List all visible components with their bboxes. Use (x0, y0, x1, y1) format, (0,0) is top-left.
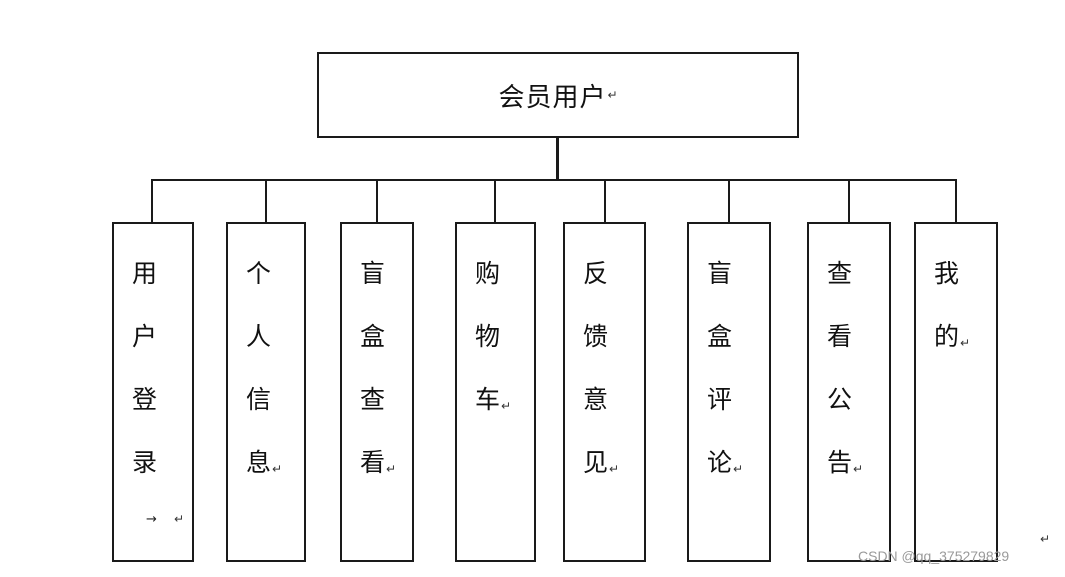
watermark-text: CSDN @qq_375279829 (858, 548, 1010, 564)
label-char: 盲 (360, 259, 386, 288)
label-char: 盒 (360, 322, 386, 351)
branch-line (265, 179, 267, 223)
label-char: 评 (707, 385, 733, 414)
child-node-label: 盲 盒 查 看↵ (360, 242, 396, 501)
label-char: 车↵ (475, 385, 512, 414)
label-char: 盲 (707, 259, 733, 288)
label-char: 户 (132, 322, 158, 351)
label-char: 告↵ (827, 448, 864, 477)
label-char: 录 (132, 448, 158, 477)
paragraph-mark-icon: ↵ (1040, 532, 1051, 546)
paragraph-mark-icon: ↵ (609, 462, 620, 476)
child-node-label: 个 人 信 息↵ (246, 242, 282, 501)
root-node-member-user: 会员用户↵ (317, 52, 799, 138)
child-node-personal-info: 个 人 信 息↵ (226, 222, 306, 562)
label-char: 购 (475, 259, 501, 288)
label-char: 反 (583, 259, 609, 288)
label-char: 个 (246, 259, 272, 288)
paragraph-mark-icon: ↵ (174, 512, 185, 526)
paragraph-mark-icon: ↵ (501, 399, 512, 413)
label-char: 的↵ (934, 322, 971, 351)
child-node-label: 盲 盒 评 论↵ (707, 242, 743, 501)
label-char: 用 (132, 259, 158, 288)
child-node-label: 用 户 登 录 (132, 242, 157, 494)
branch-line (376, 179, 378, 223)
paragraph-mark-icon: ↵ (386, 462, 397, 476)
label-char: 论↵ (707, 448, 744, 477)
child-node-label: 反 馈 意 见↵ (583, 242, 619, 501)
child-node-view-announcement: 查 看 公 告↵ (807, 222, 891, 562)
child-node-label: 购 物 车↵ (475, 242, 511, 438)
child-node-feedback: 反 馈 意 见↵ (563, 222, 646, 562)
label-char: 查 (827, 259, 853, 288)
label-char: 看↵ (360, 448, 397, 477)
root-node-label: 会员用户 (498, 82, 607, 113)
paragraph-mark-icon: ↵ (853, 462, 864, 476)
paragraph-mark-icon: ↵ (733, 462, 744, 476)
label-char: 看 (827, 322, 853, 351)
branch-line (604, 179, 606, 223)
branch-line (848, 179, 850, 223)
label-char: 见↵ (583, 448, 620, 477)
child-node-user-login: 用 户 登 录 → ↵ (112, 222, 194, 562)
label-char: 人 (246, 322, 272, 351)
root-connector-line (556, 138, 559, 181)
child-node-mine: 我 的↵ (914, 222, 998, 562)
label-char: 查 (360, 385, 386, 414)
label-char: 物 (475, 322, 501, 351)
label-char: 盒 (707, 322, 733, 351)
label-char: 登 (132, 385, 158, 414)
paragraph-mark-icon: ↵ (960, 336, 971, 350)
child-node-shopping-cart: 购 物 车↵ (455, 222, 536, 562)
paragraph-mark-icon: ↵ (607, 88, 618, 102)
label-char: 公 (827, 385, 853, 414)
child-node-blindbox-comment: 盲 盒 评 论↵ (687, 222, 771, 562)
label-char: 我 (934, 259, 960, 288)
label-char: 息↵ (246, 448, 283, 477)
child-node-label: 查 看 公 告↵ (827, 242, 863, 501)
label-char: 馈 (583, 322, 609, 351)
label-char: 意 (583, 385, 609, 414)
branch-line (728, 179, 730, 223)
branch-line (955, 179, 957, 223)
label-char: 信 (246, 385, 272, 414)
child-node-label: 我 的↵ (934, 242, 970, 375)
child-node-blindbox-view: 盲 盒 查 看↵ (340, 222, 414, 562)
branch-line (494, 179, 496, 223)
paragraph-mark-icon: ↵ (272, 462, 283, 476)
horizontal-bus-line (151, 179, 957, 181)
tab-arrow-icon: → (146, 512, 157, 527)
branch-line (151, 179, 153, 223)
